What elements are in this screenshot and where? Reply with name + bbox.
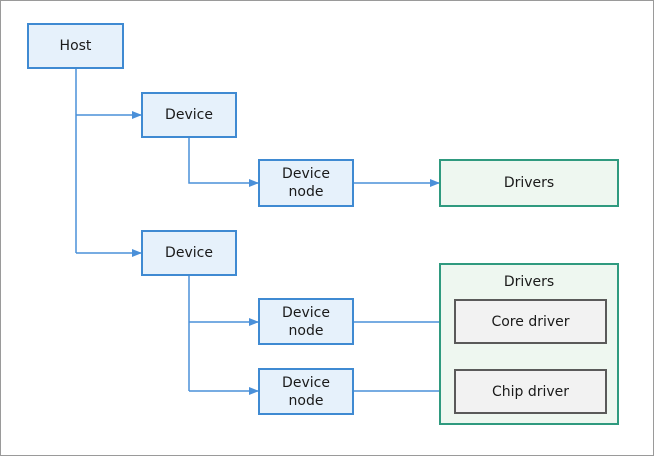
device-node-box-1: Device node <box>258 159 354 207</box>
drivers-box-1: Drivers <box>439 159 619 207</box>
host-node: Host <box>27 23 124 69</box>
device-node-2: Device <box>141 230 237 276</box>
device-1-label: Device <box>165 107 213 123</box>
device-node-2-label: Device node <box>282 304 330 339</box>
connector-device-1-node-1 <box>188 137 259 187</box>
device-node-3-label: Device node <box>282 374 330 409</box>
chip-driver-label: Chip driver <box>491 383 570 400</box>
device-node-1: Device <box>141 92 237 138</box>
chip-driver-box: Chip driver <box>454 369 607 414</box>
device-node-box-3: Device node <box>258 368 354 415</box>
core-driver-box: Core driver <box>454 299 607 344</box>
core-driver-label: Core driver <box>491 313 570 330</box>
device-2-label: Device <box>165 245 213 261</box>
drivers-2-label: Drivers <box>503 274 555 290</box>
device-node-box-2: Device node <box>258 298 354 345</box>
host-label: Host <box>59 38 92 54</box>
device-node-1-label: Device node <box>282 166 330 200</box>
drivers-1-label: Drivers <box>503 175 555 191</box>
